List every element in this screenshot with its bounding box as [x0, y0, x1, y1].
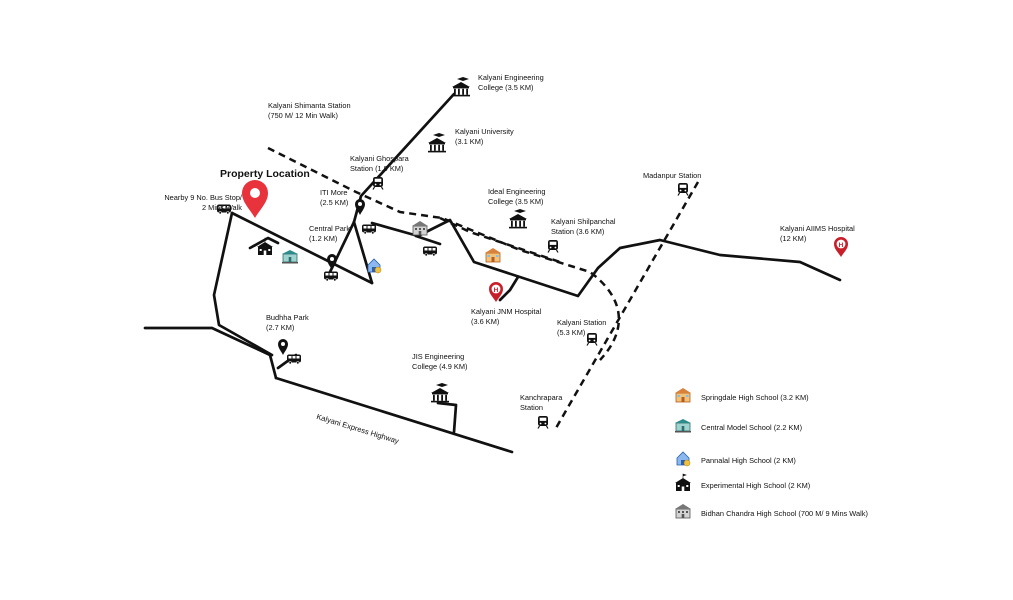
- legend-central-model: Central Model School (2.2 KM): [701, 423, 803, 432]
- jnm-hospital-label: Kalyani JNM Hospital(3.6 KM): [471, 307, 542, 326]
- central-park-bus-icon: [323, 271, 339, 282]
- central-model-school-icon: [674, 418, 692, 433]
- university-label: Kalyani University(3.1 KM): [455, 127, 514, 146]
- road-property-east: [230, 211, 374, 285]
- road-jnm-spur: [498, 275, 520, 302]
- ghospara-train-icon: [372, 176, 384, 191]
- property-location-pin-icon: [242, 180, 268, 218]
- road-property-south: [212, 211, 274, 357]
- central-park-pin-icon: [327, 254, 337, 270]
- legend-pannalal: Pannalal High School (2 KM): [701, 456, 796, 465]
- central-park-label: Central Park(1.2 KM): [309, 224, 351, 243]
- springdale-school-map-icon: [484, 247, 502, 263]
- jis-college-icon: [431, 383, 449, 403]
- road-express-highway: [274, 376, 514, 454]
- springdale-school-icon: [674, 387, 692, 403]
- road-central-connector: [352, 220, 374, 285]
- road-west: [143, 326, 278, 380]
- legend-experimental: Experimental High School (2 KM): [701, 481, 811, 490]
- iti-more-label: ITI More(2.5 KM): [320, 188, 349, 207]
- budhha-park-label: Budhha Park(2.7 KM): [266, 313, 309, 332]
- rail-branch-line: [439, 216, 561, 264]
- property-location-title: Property Location: [220, 168, 310, 180]
- road-property-spur: [248, 236, 280, 250]
- bidhan-chandra-school-icon: [674, 503, 692, 519]
- iti-bus-icon: [361, 224, 377, 235]
- budhha-bus-icon: [286, 354, 302, 365]
- road-east-spur: [414, 234, 442, 246]
- road-east: [370, 218, 842, 298]
- ideal-engineering-icon: [509, 209, 527, 229]
- madanpur-station-label: Madanpur Station: [643, 171, 702, 180]
- east-bus-icon: [422, 246, 438, 257]
- pannalal-school-icon: [676, 451, 691, 467]
- pannalal-school-map-icon: [367, 258, 382, 274]
- bus-stop-label: Nearby 9 No. Bus Stop/2 Mins Walk: [164, 193, 242, 212]
- university-icon: [428, 133, 446, 153]
- madanpur-train-icon: [677, 182, 689, 197]
- central-model-school-map-icon: [281, 249, 299, 264]
- rail-main-line: [267, 146, 621, 361]
- shimanta-station-label: Kalyani Shimanta Station(750 M/ 12 Min W…: [268, 101, 351, 120]
- shilpanchal-train-icon: [547, 239, 559, 254]
- budhha-park-pin-icon: [278, 339, 288, 355]
- aiims-hospital-label: Kalyani AIIMS Hospital(12 KM): [780, 224, 855, 243]
- kanchrapara-train-icon: [537, 415, 549, 430]
- experimental-school-icon: [674, 473, 692, 492]
- legend-springdale: Springdale High School (3.2 KM): [701, 393, 809, 402]
- road-jis-spur: [436, 401, 458, 434]
- legend-bidhan-chandra: Bidhan Chandra High School (700 M/ 9 Min…: [701, 509, 868, 518]
- bidhan-chandra-school-map-icon: [411, 220, 429, 236]
- road-university: [352, 92, 456, 224]
- kalyani-station-label: Kalyani Station(5.3 KM): [557, 318, 607, 337]
- engineering-college-icon: [452, 77, 470, 97]
